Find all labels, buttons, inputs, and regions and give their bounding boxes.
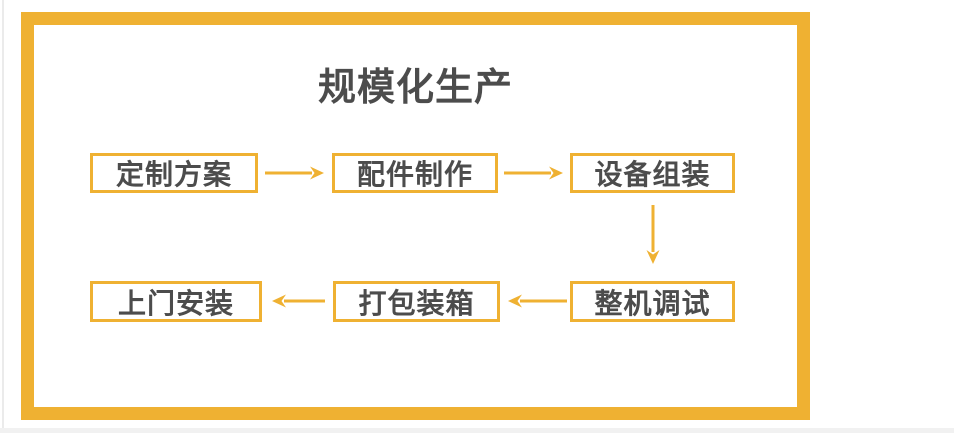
flow-node-equipment-assembly: 设备组装 — [570, 153, 735, 193]
flow-node-label: 打包装箱 — [358, 287, 475, 319]
flow-node-custom-plan: 定制方案 — [90, 153, 258, 193]
flow-node-label: 上门安装 — [117, 287, 234, 319]
page-left-edge-line — [2, 0, 4, 433]
diagram-border-frame — [21, 12, 810, 420]
page-bottom-edge-strip — [0, 428, 954, 433]
flow-node-label: 整机调试 — [594, 287, 711, 319]
flow-node-parts-fabrication: 配件制作 — [332, 153, 498, 193]
flow-node-label: 定制方案 — [115, 159, 232, 190]
diagram-title: 规模化生产 — [317, 67, 513, 109]
flow-node-packing-boxing: 打包装箱 — [333, 281, 500, 322]
flow-node-onsite-installation: 上门安装 — [90, 281, 262, 322]
flow-node-label: 配件制作 — [356, 159, 473, 190]
flow-node-whole-machine-testing: 整机调试 — [570, 281, 735, 322]
flow-node-label: 设备组装 — [594, 159, 711, 190]
